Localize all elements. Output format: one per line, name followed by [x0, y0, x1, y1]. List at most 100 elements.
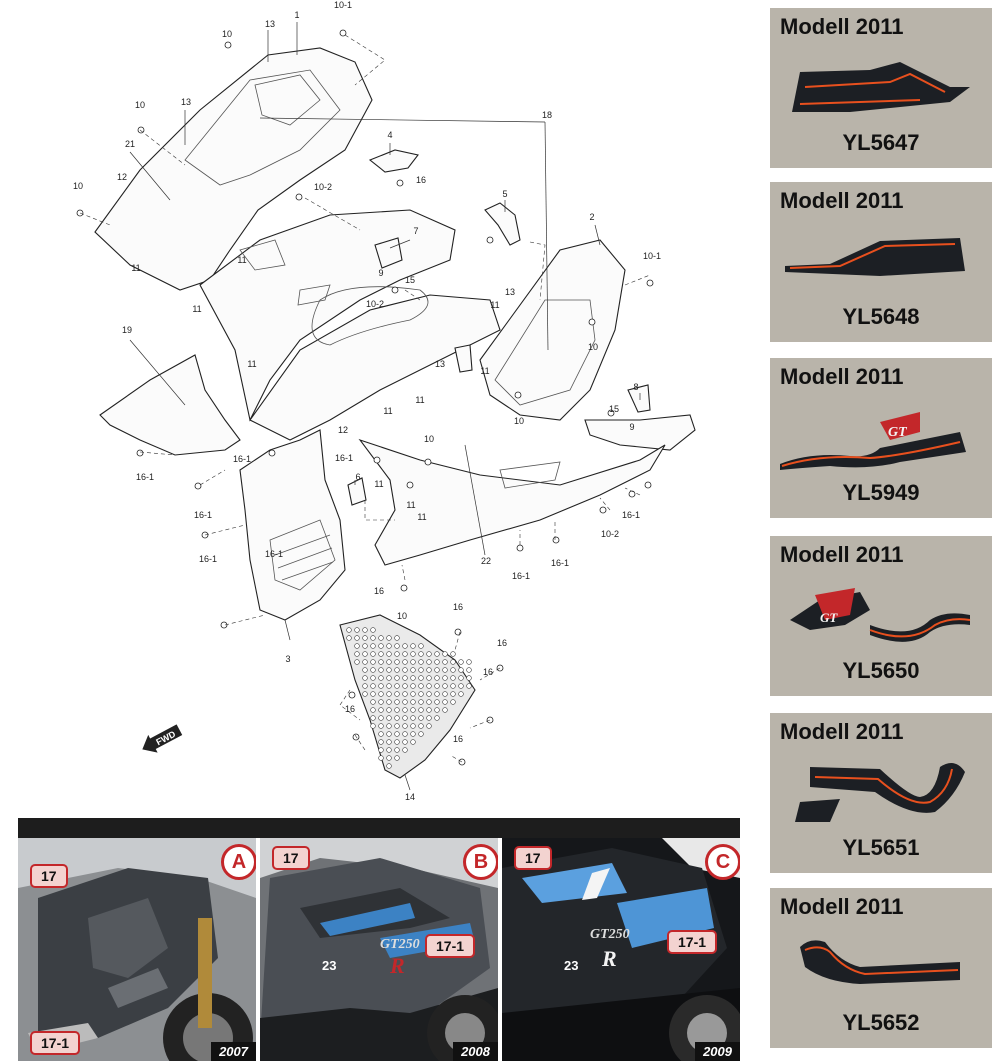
mesh-hole	[370, 651, 376, 657]
mesh-hole	[386, 683, 392, 689]
bolt-icon	[588, 318, 596, 326]
left-lower-panel-part	[99, 354, 241, 456]
mesh-hole	[378, 739, 384, 745]
part-callout-11: 11	[237, 255, 246, 265]
part-callout-11: 11	[192, 304, 201, 314]
mesh-hole	[378, 691, 384, 697]
mesh-hole	[386, 635, 392, 641]
mesh-hole	[458, 691, 464, 697]
mesh-hole	[402, 651, 408, 657]
part-callout-10-2: 10-2	[314, 182, 332, 192]
part-callout-10-1: 10-1	[334, 0, 352, 10]
part-callout-16-1: 16-1	[335, 453, 353, 463]
part-callout-19: 19	[122, 325, 132, 335]
mesh-hole	[410, 651, 416, 657]
part-callout-16: 16	[483, 667, 493, 677]
mesh-hole	[442, 707, 448, 713]
part-callout-18: 18	[542, 110, 552, 120]
part-callout-11: 11	[131, 263, 140, 273]
part-callout-11: 11	[480, 366, 489, 376]
mesh-hole	[410, 675, 416, 681]
decal-card-yl5652: Modell 2011 YL5652	[770, 888, 992, 1048]
mesh-hole	[378, 715, 384, 721]
svg-text:GT: GT	[888, 425, 908, 440]
mesh-hole	[378, 683, 384, 689]
right-lower-piece-part	[584, 414, 696, 451]
mesh-hole	[386, 699, 392, 705]
mesh-hole	[450, 699, 456, 705]
mesh-hole	[442, 675, 448, 681]
mesh-hole	[378, 699, 384, 705]
mesh-hole	[418, 707, 424, 713]
mesh-hole	[402, 683, 408, 689]
version-badge-b: B	[463, 844, 498, 880]
model-year-photo-strip: A 17 17-1 2007 GT250 R B 17 17-1 23 2008	[18, 818, 740, 1061]
mesh-hole	[410, 699, 416, 705]
part-ref-23: 23	[322, 958, 337, 973]
part-callout-8: 8	[633, 382, 638, 392]
mesh-hole	[458, 667, 464, 673]
photo-2009: GT250 R C 17 17-1 23 2009	[502, 838, 740, 1061]
mesh-hole	[370, 715, 376, 721]
model-title: Modell 2011	[780, 188, 904, 213]
year-label: 2007	[211, 1042, 256, 1061]
mesh-hole	[362, 643, 368, 649]
bolt-icon	[552, 536, 560, 544]
mesh-hole	[386, 731, 392, 737]
part-callout-11: 11	[383, 406, 392, 416]
mesh-hole	[442, 659, 448, 665]
mesh-hole	[386, 747, 392, 753]
mesh-hole	[402, 715, 408, 721]
exploded-parts-diagram: 12345678991010101010101010-110-110-210-2…	[73, 0, 696, 802]
mesh-hole	[394, 707, 400, 713]
mesh-hole	[426, 651, 432, 657]
mesh-hole	[370, 723, 376, 729]
bolt-icon	[486, 236, 494, 244]
bolt-icon	[607, 409, 615, 417]
mesh-hole	[426, 715, 432, 721]
left-inner-panel-part	[239, 429, 346, 621]
part-callout-15: 15	[405, 275, 415, 285]
mesh-hole	[402, 675, 408, 681]
part-callout-15: 15	[609, 404, 619, 414]
mesh-hole	[386, 643, 392, 649]
mesh-hole	[410, 723, 416, 729]
mesh-hole	[346, 627, 352, 633]
part-callout-10-1: 10-1	[643, 251, 661, 261]
part-callout-16: 16	[416, 175, 426, 185]
mesh-hole	[378, 747, 384, 753]
mesh-hole	[378, 731, 384, 737]
part-callout-12: 12	[117, 172, 127, 182]
svg-text:GT250: GT250	[590, 927, 630, 942]
part-callout-3: 3	[285, 654, 290, 664]
mesh-hole	[402, 699, 408, 705]
decal-yl5651	[795, 763, 965, 822]
model-title: Modell 2011	[780, 719, 904, 744]
part-callout-13: 13	[505, 287, 515, 297]
bolt-icon	[644, 481, 652, 489]
bolt-icon	[406, 481, 414, 489]
mesh-hole	[418, 683, 424, 689]
bolt-icon	[400, 584, 408, 592]
mesh-hole	[354, 651, 360, 657]
mesh-hole	[434, 707, 440, 713]
mesh-hole	[466, 667, 472, 673]
mesh-hole	[402, 659, 408, 665]
bolt-icon	[628, 490, 636, 498]
mesh-hole	[410, 707, 416, 713]
mesh-hole	[450, 683, 456, 689]
mesh-hole	[394, 659, 400, 665]
part-callout-9: 9	[378, 268, 383, 278]
part-callout-16-1: 16-1	[622, 510, 640, 520]
mesh-hole	[458, 659, 464, 665]
part-callout-21: 21	[125, 139, 135, 149]
mesh-hole	[386, 739, 392, 745]
part-callout-11: 11	[406, 500, 415, 510]
mesh-hole	[394, 643, 400, 649]
mesh-hole	[378, 667, 384, 673]
svg-text:GT: GT	[820, 610, 838, 625]
bolt-icon	[424, 458, 432, 466]
mesh-hole	[394, 699, 400, 705]
part-callout-16-1: 16-1	[194, 510, 212, 520]
mesh-hole	[386, 707, 392, 713]
